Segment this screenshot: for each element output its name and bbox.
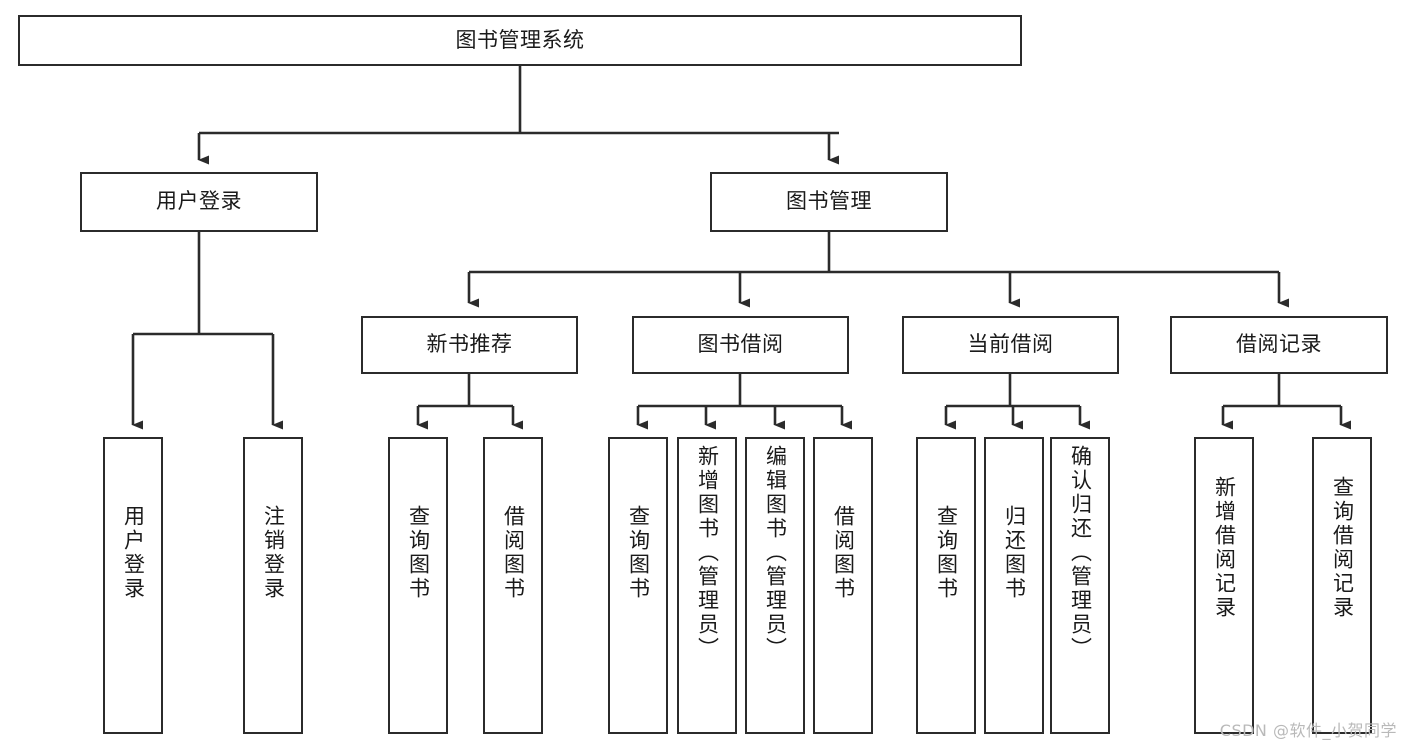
- node-leaf-confirm-return[interactable]: 确认归还（管理员）: [1050, 437, 1110, 734]
- node-new-book-recommend-label: 新书推荐: [426, 332, 513, 357]
- node-leaf-query-book-2-label: 查询图书: [626, 505, 651, 601]
- node-current-borrow[interactable]: 当前借阅: [902, 316, 1119, 374]
- node-new-book-recommend[interactable]: 新书推荐: [361, 316, 578, 374]
- node-leaf-add-book-label: 新增图书（管理员）: [695, 445, 720, 661]
- node-current-borrow-label: 当前借阅: [967, 332, 1054, 357]
- node-leaf-add-book[interactable]: 新增图书（管理员）: [677, 437, 737, 734]
- node-leaf-query-book-1-label: 查询图书: [406, 505, 431, 601]
- watermark-text: CSDN @软件_小贺同学: [1219, 721, 1397, 740]
- node-leaf-borrow-book-2-label: 借阅图书: [831, 505, 856, 601]
- node-leaf-query-book-3[interactable]: 查询图书: [916, 437, 976, 734]
- node-leaf-confirm-return-label: 确认归还（管理员）: [1068, 445, 1093, 661]
- node-root-label: 图书管理系统: [455, 27, 585, 52]
- node-leaf-query-record-label: 查询借阅记录: [1330, 476, 1355, 620]
- node-leaf-query-book-1[interactable]: 查询图书: [388, 437, 448, 734]
- node-leaf-query-record[interactable]: 查询借阅记录: [1312, 437, 1372, 734]
- node-leaf-query-book-3-label: 查询图书: [934, 505, 959, 601]
- node-leaf-borrow-book-2[interactable]: 借阅图书: [813, 437, 873, 734]
- node-leaf-add-record-label: 新增借阅记录: [1212, 476, 1237, 620]
- node-leaf-borrow-book-1-label: 借阅图书: [501, 505, 526, 601]
- node-borrow-record-label: 借阅记录: [1236, 332, 1322, 357]
- node-user-login-label: 用户登录: [156, 189, 242, 214]
- node-book-borrow-label: 图书借阅: [697, 332, 784, 357]
- node-leaf-return-book[interactable]: 归还图书: [984, 437, 1044, 734]
- node-leaf-user-logout[interactable]: 注销登录: [243, 437, 303, 734]
- node-borrow-record[interactable]: 借阅记录: [1170, 316, 1388, 374]
- node-leaf-user-login[interactable]: 用户登录: [103, 437, 163, 734]
- node-leaf-return-book-label: 归还图书: [1002, 505, 1027, 601]
- node-leaf-add-record[interactable]: 新增借阅记录: [1194, 437, 1254, 734]
- node-leaf-edit-book[interactable]: 编辑图书（管理员）: [745, 437, 805, 734]
- node-book-manage[interactable]: 图书管理: [710, 172, 948, 232]
- node-leaf-user-login-label: 用户登录: [121, 505, 146, 601]
- node-leaf-edit-book-label: 编辑图书（管理员）: [763, 445, 788, 661]
- node-book-borrow[interactable]: 图书借阅: [632, 316, 849, 374]
- node-leaf-query-book-2[interactable]: 查询图书: [608, 437, 668, 734]
- node-user-login[interactable]: 用户登录: [80, 172, 318, 232]
- node-leaf-borrow-book-1[interactable]: 借阅图书: [483, 437, 543, 734]
- node-leaf-user-logout-label: 注销登录: [261, 505, 286, 601]
- node-book-manage-label: 图书管理: [786, 189, 872, 214]
- node-root[interactable]: 图书管理系统: [18, 15, 1022, 66]
